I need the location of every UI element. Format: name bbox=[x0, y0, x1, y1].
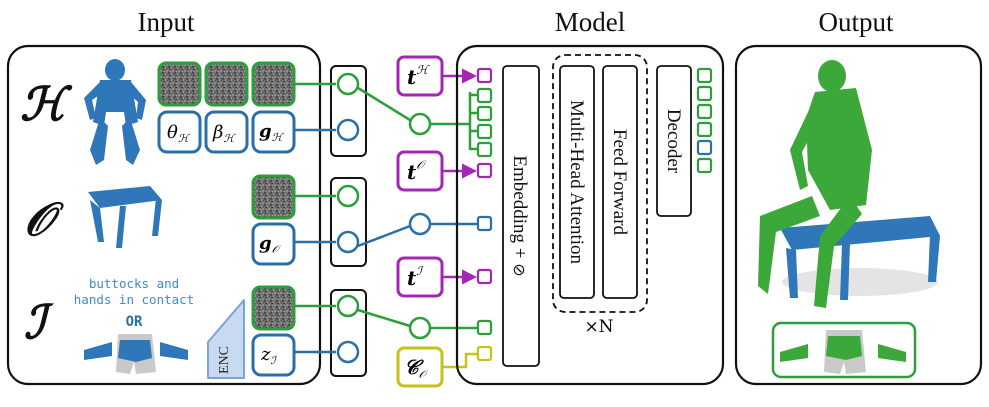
output-header: Output bbox=[818, 7, 894, 37]
repeat-label: ×N bbox=[584, 317, 613, 337]
attention-label: Multi-Head Attention bbox=[566, 100, 587, 265]
human-select-line bbox=[357, 86, 411, 122]
human-noise-tile-1 bbox=[157, 61, 202, 107]
output-mesh-image bbox=[758, 60, 940, 308]
output-token-1 bbox=[696, 67, 713, 84]
output-token-6 bbox=[696, 157, 713, 174]
human-mesh-image bbox=[84, 59, 146, 165]
attention-block bbox=[559, 65, 595, 299]
output-panel bbox=[734, 44, 983, 386]
object-noise-tile bbox=[251, 174, 296, 220]
output-token-2 bbox=[696, 85, 713, 102]
contact-token-link bbox=[442, 352, 478, 369]
token-human-3 bbox=[476, 123, 493, 140]
object-g-label: g𝒪 bbox=[259, 233, 282, 256]
human-modality-label: ℋ bbox=[20, 77, 73, 131]
token-human-4 bbox=[476, 141, 493, 158]
embedding-block bbox=[502, 65, 540, 367]
interaction-selected-node bbox=[408, 316, 432, 340]
contact-map-image bbox=[84, 334, 188, 374]
token-human-1 bbox=[476, 87, 493, 104]
interaction-z-box bbox=[251, 333, 296, 377]
human-beta-label: βℋ bbox=[212, 122, 236, 145]
token-human-time bbox=[476, 67, 493, 84]
embedding-label: Embedding + ⊘ bbox=[509, 155, 530, 276]
interaction-text-line1: buttocks and bbox=[89, 276, 179, 291]
human-theta-label: θℋ bbox=[167, 122, 191, 145]
encoder-label: ENC bbox=[217, 346, 232, 374]
object-modality-label: 𝒪 bbox=[24, 192, 65, 246]
object-noise-node bbox=[336, 184, 360, 208]
feedforward-label: Feed Forward bbox=[609, 129, 630, 236]
output-token-4 bbox=[696, 121, 713, 138]
interaction-noise-tile bbox=[251, 285, 296, 331]
human-theta-box bbox=[157, 110, 202, 154]
human-param-node bbox=[336, 118, 360, 142]
output-token-5 bbox=[696, 139, 713, 156]
interaction-modality-label: ℐ bbox=[24, 295, 54, 349]
output-contact-map bbox=[780, 330, 906, 374]
interaction-noise-node bbox=[336, 294, 360, 318]
decoder-block bbox=[656, 65, 692, 217]
human-noise-tile-3 bbox=[251, 61, 296, 107]
object-mesh-image bbox=[88, 186, 162, 248]
model-panel bbox=[455, 44, 725, 386]
interaction-z-label: zℐ bbox=[260, 344, 277, 367]
object-g-box bbox=[251, 222, 296, 266]
input-panel bbox=[6, 44, 322, 386]
human-g-label: gℋ bbox=[259, 121, 285, 144]
feedforward-block bbox=[602, 65, 638, 299]
interaction-or-label: OR bbox=[126, 314, 143, 330]
human-selected-node bbox=[408, 112, 432, 136]
model-header: Model bbox=[555, 7, 626, 37]
decoder-label: Decoder bbox=[663, 109, 684, 174]
transformer-repeat-frame bbox=[552, 54, 648, 313]
interaction-text-line2: hands in contact bbox=[74, 292, 194, 307]
token-object-1 bbox=[476, 215, 493, 232]
timestep-interaction-label: tℐ bbox=[407, 264, 424, 290]
token-contact bbox=[476, 345, 493, 362]
human-beta-box bbox=[204, 110, 249, 154]
interaction-param-node bbox=[336, 340, 360, 364]
human-noise-node bbox=[336, 72, 360, 96]
timestep-object-label: t𝒪 bbox=[407, 158, 427, 184]
timestep-human-label: tℋ bbox=[407, 63, 430, 89]
object-param-node bbox=[336, 230, 360, 254]
token-interaction-1 bbox=[476, 319, 493, 336]
object-select-line bbox=[357, 224, 411, 248]
interaction-select-line bbox=[357, 308, 411, 328]
token-human-2 bbox=[476, 105, 493, 122]
object-selected-node bbox=[408, 212, 432, 236]
encoder-block bbox=[207, 299, 245, 379]
output-token-3 bbox=[696, 103, 713, 120]
input-header: Input bbox=[138, 7, 195, 37]
token-interaction-time bbox=[476, 268, 493, 285]
token-object-time bbox=[476, 162, 493, 179]
human-noise-tile-2 bbox=[204, 61, 249, 107]
human-g-box bbox=[251, 110, 296, 154]
